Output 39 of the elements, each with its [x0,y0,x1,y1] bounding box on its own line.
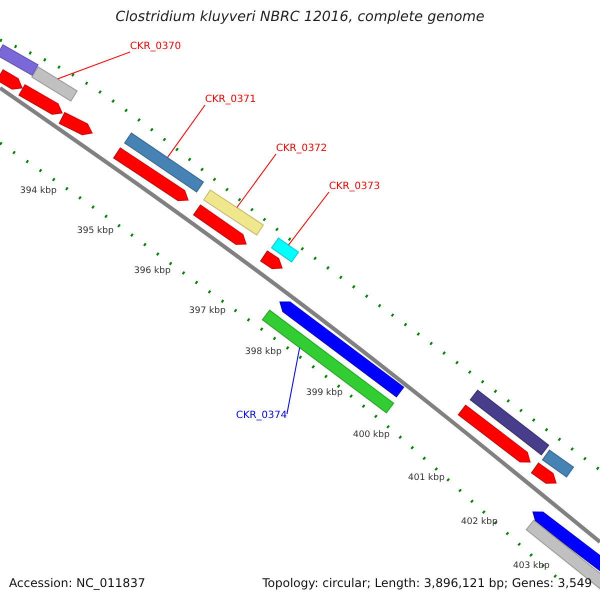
gene-label: CKR_0372 [276,143,327,154]
scale-label: 400 kbp [353,430,390,440]
gene-feature [0,44,39,76]
gene-feature [542,449,574,478]
gene-feature [270,237,300,263]
gene-label: CKR_0370 [130,41,181,52]
scale-label: 399 kbp [306,388,343,398]
gene-feature [31,66,78,102]
footer-text: Accession: NC_011837 [9,576,146,590]
scale-label: 397 kbp [189,306,226,316]
gene-label: CKR_0371 [205,94,256,105]
gene-feature [530,462,557,484]
scale-label: 396 kbp [134,266,171,276]
gene-feature [124,132,204,193]
title: Clostridium kluyveri NBRC 12016, complete genome [114,9,486,25]
gene-label: CKR_0374 [236,410,287,421]
leader-line [57,52,130,80]
scale-label: 395 kbp [77,226,114,236]
footer-text: Topology: circular; Length: 3,896,121 bp; Genes: 3,549 [262,576,592,590]
gene-feature [260,250,283,270]
gene-feature [532,512,600,572]
leader-line [166,104,206,158]
gene-feature [0,69,23,90]
scale-label: 394 kbp [20,186,57,196]
leader-line [286,347,300,414]
gene-feature [458,404,531,462]
scale-label: 398 kbp [245,347,282,357]
scale-label: 402 kbp [461,517,498,527]
leader-line [288,192,330,246]
gene-feature [18,84,63,115]
gene-feature [203,189,264,236]
leader-line [236,154,276,208]
gene-feature [113,147,189,202]
scale-label: 403 kbp [513,561,550,571]
gene-feature [192,204,247,245]
gene-feature [470,390,550,456]
gene-feature [58,112,93,136]
scale-label: 401 kbp [408,473,445,483]
gene-label: CKR_0373 [329,181,380,192]
